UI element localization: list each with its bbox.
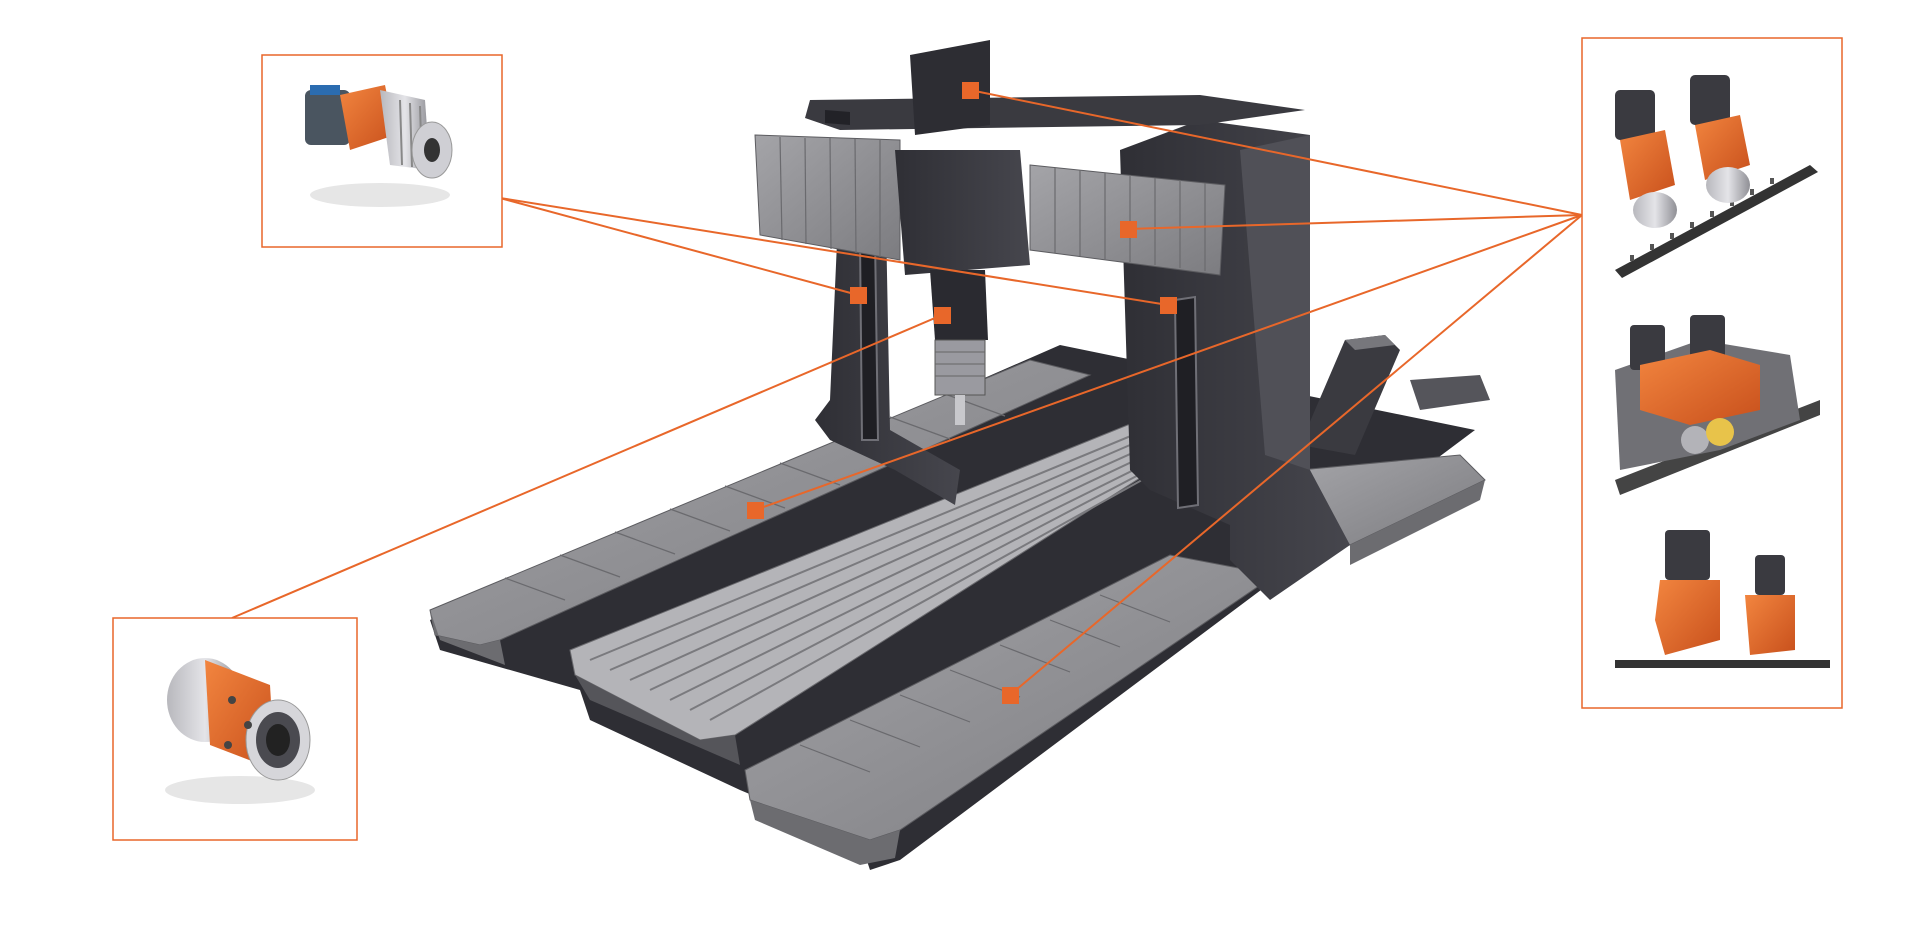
rotary-gearbox-icon xyxy=(165,658,315,804)
marker-left-bed-drive xyxy=(747,502,764,519)
callout-image-right xyxy=(1581,37,1843,709)
callout-image-top-left xyxy=(261,54,503,248)
dual-rack-pinion-drive-icon xyxy=(1615,75,1818,278)
machine-illustration xyxy=(429,40,1490,870)
crossrail-covers xyxy=(754,134,1226,276)
planetary-gearbox-icon xyxy=(305,85,453,207)
marker-right-bed-drive xyxy=(1002,687,1019,704)
markers xyxy=(747,82,1177,704)
leader-lines xyxy=(231,89,1583,696)
vertical-rack-pinion-drive-icon xyxy=(1615,530,1830,668)
marker-ram-drive xyxy=(934,307,951,324)
marker-crossrail-drive xyxy=(1120,221,1137,238)
marker-spindle-drive xyxy=(962,82,979,99)
marker-right-column-drive xyxy=(1160,297,1177,314)
chip-conveyor xyxy=(1300,335,1490,455)
callout-image-bottom-left xyxy=(112,617,358,841)
preloaded-rack-pinion-drive-icon xyxy=(1615,315,1820,495)
marker-left-column-drive xyxy=(850,287,867,304)
